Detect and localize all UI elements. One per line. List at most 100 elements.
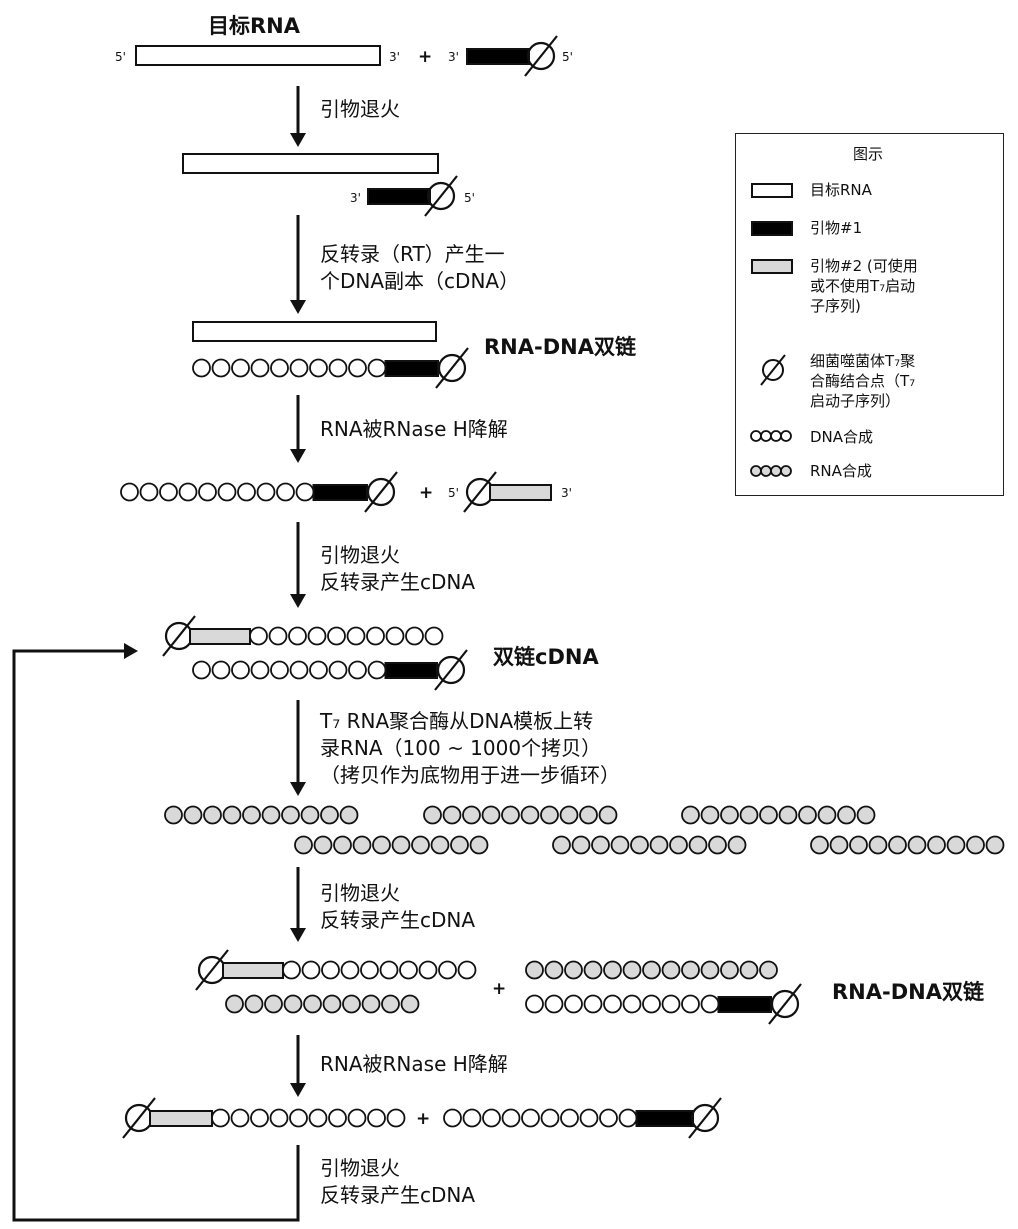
dna-synthesis-bead	[418, 960, 438, 980]
primer1-segment	[384, 662, 438, 679]
dna-synthesis-bead	[438, 960, 457, 980]
rna-synthesis-bead	[183, 805, 203, 825]
rna-synthesis-bead	[564, 960, 583, 980]
label-rna-dna-duplex: RNA-DNA双链	[832, 980, 984, 1004]
dna-synthesis-bead	[270, 660, 289, 680]
rna-synthesis-bead	[283, 994, 303, 1014]
legend-title: 图示	[853, 145, 884, 163]
t7-promoter-symbol	[426, 181, 456, 211]
dna-synthesis-bead	[564, 994, 583, 1014]
rna-synthesis-bead	[430, 835, 450, 855]
dna-synthesis-bead	[521, 1108, 540, 1128]
dna-synthesis-bead	[346, 626, 366, 646]
dna-synthesis-bead	[501, 1108, 521, 1128]
rna-synthesis-bead	[559, 805, 579, 825]
dna-synthesis-bead	[399, 960, 418, 980]
rna-synthesis-bead	[661, 960, 681, 980]
rna-synthesis-bead	[759, 960, 778, 980]
primer1-segment	[717, 996, 772, 1013]
rna-synthesis-bead	[622, 960, 642, 980]
dna-synthesis-bead	[424, 626, 444, 646]
legend-swatch-dna-synthesis	[780, 430, 792, 442]
legend-label-primer1: 引物#1	[810, 219, 863, 237]
three-prime-label: 3'	[561, 486, 572, 500]
dna-synthesis-bead	[443, 1108, 462, 1128]
rna-synthesis-bead	[927, 835, 946, 855]
rna-synthesis-bead	[642, 960, 661, 980]
rna-synthesis-bead	[700, 805, 720, 825]
rna-synthesis-bead	[817, 805, 837, 825]
rna-synthesis-bead	[856, 805, 876, 825]
dna-synthesis-bead	[250, 358, 270, 378]
t7-promoter-symbol	[435, 347, 469, 389]
rna-synthesis-bead	[591, 835, 610, 855]
dna-synthesis-bead	[642, 994, 661, 1014]
rna-synthesis-bead	[630, 835, 649, 855]
rna-synthesis-bead	[688, 835, 708, 855]
step-arrow	[290, 449, 306, 463]
rna-synthesis-bead	[264, 994, 283, 1014]
rna-synthesis-bead	[727, 835, 747, 855]
legend-box	[735, 133, 1004, 496]
dna-synthesis-bead	[560, 1108, 579, 1128]
dna-synthesis-bead	[405, 626, 424, 646]
step-rnase-h-degradation: RNA被RNase H降解	[320, 1052, 508, 1076]
dna-synthesis-bead	[462, 1108, 482, 1128]
rna-synthesis-bead	[411, 835, 430, 855]
rna-synthesis-bead	[481, 805, 501, 825]
t7-promoter-symbol	[690, 1103, 720, 1133]
rna-synthesis-bead	[603, 960, 622, 980]
t7-promoter-symbol	[526, 41, 556, 71]
dna-synthesis-bead	[540, 1108, 560, 1128]
rna-synthesis-bead	[294, 835, 313, 855]
rna-synthesis-bead	[888, 835, 907, 855]
dna-synthesis-bead	[307, 626, 327, 646]
rna-synthesis-bead	[720, 960, 739, 980]
dna-synthesis-bead	[250, 1108, 269, 1128]
dna-synthesis-bead	[386, 1108, 406, 1128]
rna-synthesis-bead	[372, 835, 391, 855]
rna-synthesis-bead	[829, 835, 849, 855]
legend-swatch-t7-promoter	[760, 354, 786, 386]
dna-synthesis-bead	[328, 358, 348, 378]
t7-promoter-symbol	[436, 655, 466, 685]
step-rnase-h-degradation: RNA被RNase H降解	[320, 417, 508, 441]
step-primer-annealing-cdna: 引物退火 反转录产生cDNA	[320, 543, 476, 594]
dna-synthesis-bead	[289, 660, 309, 680]
dna-synthesis-bead	[603, 994, 622, 1014]
five-prime-label: 5'	[115, 50, 126, 64]
rna-synthesis-bead	[501, 805, 520, 825]
five-prime-label: 5'	[448, 486, 459, 500]
rna-synthesis-bead	[203, 805, 222, 825]
t7-promoter-symbol	[122, 1097, 156, 1139]
step-t7-transcription: T₇ RNA聚合酶从DNA模板上转 录RNA（100 ~ 1000个拷贝） （拷…	[320, 709, 620, 787]
target-rna-strand	[192, 321, 437, 342]
cycle-loop-line	[12, 649, 300, 1222]
rna-synthesis-bead	[333, 835, 352, 855]
rna-synthesis-bead	[810, 835, 829, 855]
five-prime-label: 5'	[562, 50, 573, 64]
dna-synthesis-bead	[328, 660, 348, 680]
step-primer-annealing-cdna: 引物退火 反转录产生cDNA	[320, 881, 476, 932]
rna-synthesis-bead	[244, 994, 264, 1014]
t7-promoter-symbol	[437, 353, 467, 383]
dna-synthesis-bead	[301, 960, 321, 980]
rna-synthesis-bead	[583, 960, 603, 980]
legend-label-rna-synthesis: RNA合成	[810, 462, 872, 480]
rna-synthesis-bead	[739, 805, 759, 825]
dna-synthesis-bead	[309, 358, 328, 378]
rna-synthesis-bead	[966, 835, 985, 855]
dna-synthesis-bead	[178, 482, 198, 502]
primer1-segment	[384, 360, 439, 377]
three-prime-label: 3'	[448, 50, 459, 64]
t7-promoter-symbol	[424, 175, 458, 217]
rna-synthesis-bead	[381, 994, 400, 1014]
legend-label-primer2: 引物#2 (可使用 或不使用T₇启动 子序列)	[810, 257, 918, 315]
rna-synthesis-bead	[462, 805, 481, 825]
rna-synthesis-bead	[708, 835, 727, 855]
rna-synthesis-bead	[610, 835, 630, 855]
rna-synthesis-bead	[442, 805, 462, 825]
dna-synthesis-bead	[385, 626, 405, 646]
dna-synthesis-bead	[192, 660, 211, 680]
primer2-segment	[489, 484, 552, 501]
